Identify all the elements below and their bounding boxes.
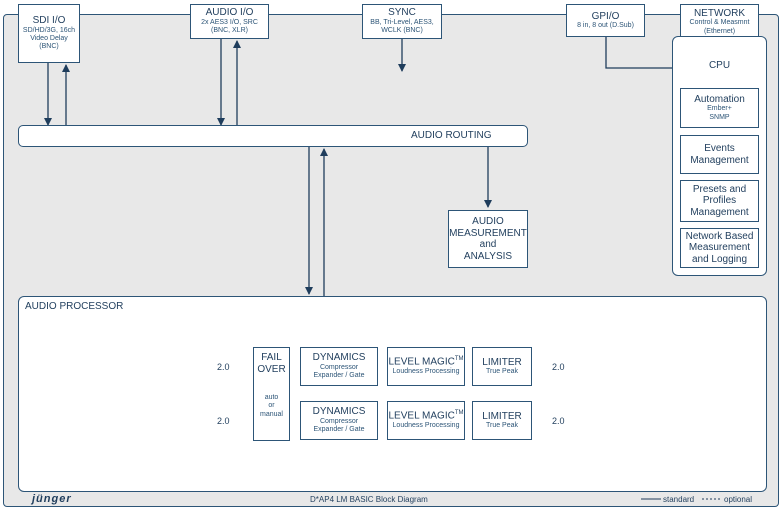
failover-line1: FAIL: [261, 352, 282, 363]
diagram-caption: D*AP4 LM BASIC Block Diagram: [310, 495, 428, 504]
levelmagic-sub1-2: Loudness Processing: [392, 422, 460, 430]
levelmagic-title-2: LEVEL MAGIC: [388, 410, 455, 422]
signal-out-2: 2.0: [552, 416, 565, 426]
presets-line1: Presets and: [692, 183, 747, 195]
sync-sub2: WCLK (BNC): [381, 27, 423, 35]
legend-optional-label: optional: [724, 495, 753, 504]
presets-box: Presets and Profiles Management: [680, 180, 759, 222]
events-box: Events Management: [680, 135, 759, 174]
junger-logo: jünger: [32, 493, 72, 505]
dynamics-sub2-2: Expander / Gate: [313, 426, 365, 434]
gpio-box: GPI/O 8 in, 8 out (D.Sub): [566, 4, 645, 37]
presets-line2: Profiles: [702, 195, 737, 207]
automation-sub2: SNMP: [709, 113, 730, 121]
sdi-io-sub3: (BNC): [39, 43, 59, 51]
levelmagic-tm-1: TM: [454, 356, 464, 363]
dynamics-title-2: DYNAMICS: [312, 406, 366, 418]
audio-routing-title: AUDIO ROUTING: [411, 130, 492, 141]
measurement-line3: and: [479, 239, 497, 250]
network-sub1: Control & Measmnt: [689, 19, 750, 27]
audio-processor-title: AUDIO PROCESSOR: [25, 301, 124, 312]
dynamics-sub2-1: Expander / Gate: [313, 372, 365, 380]
netmeas-line2: Measurement: [688, 242, 751, 254]
failover-line2: OVER: [257, 363, 286, 375]
netmeas-line3: and Logging: [691, 253, 748, 265]
limiter-title-1: LIMITER: [482, 356, 522, 368]
failover-mode1: auto: [264, 394, 279, 401]
limiter-box-2: LIMITER True Peak: [472, 401, 532, 440]
dynamics-title-1: DYNAMICS: [312, 352, 366, 364]
measurement-line4: ANALYSIS: [463, 250, 513, 262]
audio-io-title: AUDIO I/O: [205, 7, 254, 19]
network-box: NETWORK Control & Measmnt (Ethernet): [680, 4, 759, 40]
measurement-line2: MEASUREMENT: [449, 227, 527, 239]
sdi-io-title: SDI I/O: [32, 15, 66, 27]
audio-io-sub2: (BNC, XLR): [211, 27, 248, 35]
legend-standard-label: standard: [663, 495, 695, 504]
measurement-line1: AUDIO: [472, 216, 504, 227]
events-line2: Management: [690, 154, 749, 166]
audio-measurement-box: AUDIO MEASUREMENT and ANALYSIS: [448, 210, 528, 268]
automation-title: Automation: [694, 93, 745, 105]
dynamics-sub1-2: Compressor: [319, 417, 359, 425]
limiter-title-2: LIMITER: [482, 410, 522, 422]
audio-routing-bar: AUDIO ROUTING: [18, 125, 528, 147]
network-title: NETWORK: [693, 7, 746, 19]
sync-sub1: BB, Tri-Level, AES3,: [370, 18, 434, 26]
levelmagic-box-2: LEVEL MAGICTM Loudness Processing: [387, 401, 465, 440]
netmeas-line1: Network Based: [685, 230, 754, 242]
levelmagic-title-1: LEVEL MAGIC: [388, 356, 455, 368]
signal-in-2: 2.0: [217, 416, 230, 426]
limiter-sub1-1: True Peak: [485, 368, 519, 376]
automation-box: Automation Ember+ SNMP: [680, 88, 759, 128]
network-sub2: (Ethernet): [703, 27, 736, 35]
limiter-box-1: LIMITER True Peak: [472, 347, 532, 386]
signal-in-1: 2.0: [217, 362, 230, 372]
cpu-title: CPU: [708, 60, 731, 71]
levelmagic-box-1: LEVEL MAGICTM Loudness Processing: [387, 347, 465, 386]
limiter-sub1-2: True Peak: [485, 422, 519, 430]
sdi-io-sub1: SD/HD/3G, 16ch: [22, 26, 76, 34]
signal-out-1: 2.0: [552, 362, 565, 372]
gpio-sub1: 8 in, 8 out (D.Sub): [577, 22, 634, 30]
gpio-title: GPI/O: [591, 10, 620, 22]
sdi-io-sub2: Video Delay: [30, 35, 68, 43]
levelmagic-tm-2: TM: [454, 410, 464, 417]
audio-io-sub1: 2x AES3 I/O, SRC: [201, 18, 258, 26]
dynamics-box-2: DYNAMICS Compressor Expander / Gate: [300, 401, 378, 440]
dynamics-sub1-1: Compressor: [319, 363, 359, 371]
automation-sub1: Ember+: [707, 105, 732, 113]
presets-line3: Management: [690, 206, 749, 218]
levelmagic-sub1-1: Loudness Processing: [392, 368, 460, 376]
sdi-io-box: SDI I/O SD/HD/3G, 16ch Video Delay (BNC): [18, 4, 80, 63]
gpio-cpu-line: [605, 37, 672, 69]
failover-mode3: manual: [260, 410, 283, 418]
network-measurement-box: Network Based Measurement and Logging: [680, 228, 759, 268]
audio-io-box: AUDIO I/O 2x AES3 I/O, SRC (BNC, XLR): [190, 4, 269, 39]
failover-box: FAIL OVER auto or manual: [253, 347, 290, 441]
failover-mode2: or: [268, 402, 275, 410]
audio-processor-box: AUDIO PROCESSOR: [18, 296, 767, 492]
sync-title: SYNC: [388, 7, 416, 19]
sync-box: SYNC BB, Tri-Level, AES3, WCLK (BNC): [362, 4, 442, 39]
events-line1: Events: [704, 143, 735, 154]
dynamics-box-1: DYNAMICS Compressor Expander / Gate: [300, 347, 378, 386]
